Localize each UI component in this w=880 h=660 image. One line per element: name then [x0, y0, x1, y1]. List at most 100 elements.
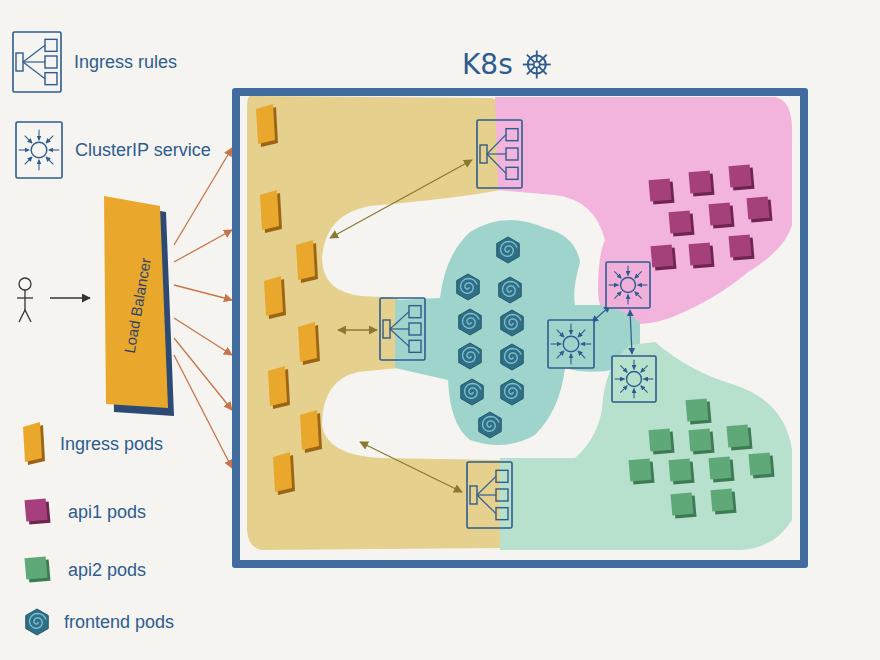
- pod-body: [711, 489, 734, 512]
- icon-link: [23, 61, 45, 62]
- icon-spoke: [635, 292, 642, 299]
- legend-swatch: [20, 552, 56, 588]
- api2-pod: [749, 453, 775, 479]
- pod-spiral: [30, 613, 46, 628]
- links: [330, 160, 632, 492]
- shape-body: [104, 196, 168, 408]
- user-head: [19, 278, 31, 290]
- icon-entry: [383, 320, 390, 338]
- pod-spiral: [505, 348, 521, 363]
- api1-pod: [649, 179, 675, 205]
- ingress-pod: [260, 190, 282, 233]
- icon-spoke: [38, 130, 39, 140]
- pod-body: [499, 277, 522, 303]
- api2-region: [500, 342, 792, 550]
- ingress-pod: [298, 322, 320, 365]
- legend-swatch: [12, 31, 62, 93]
- frontend-pod: [457, 274, 480, 300]
- helm-spoke: [527, 67, 535, 75]
- pod-body: [651, 245, 674, 268]
- icon-entry: [16, 53, 23, 71]
- pod-body: [479, 412, 502, 438]
- icon-link: [487, 153, 506, 154]
- icon-spoke: [557, 330, 564, 337]
- icon-spoke: [614, 271, 621, 278]
- user-arrow: [50, 297, 90, 298]
- pod-spiral: [461, 278, 477, 293]
- legend-item: api2 pods: [20, 552, 146, 588]
- icon-link: [23, 62, 45, 79]
- regions: [247, 96, 792, 550]
- ingress-pod: [264, 276, 286, 319]
- api2-pod: [686, 399, 712, 425]
- legend-swatch: [22, 607, 52, 637]
- api2-pod: [629, 459, 655, 485]
- icon-spoke: [633, 360, 634, 370]
- api1-pod: [729, 165, 755, 191]
- icon-spoke: [620, 365, 627, 372]
- pod-body: [23, 422, 42, 462]
- request-arrow: [174, 355, 232, 468]
- icon-link: [487, 154, 506, 173]
- icon-spoke: [25, 157, 32, 164]
- icon-frame: [380, 298, 425, 360]
- pod-body: [25, 557, 48, 580]
- ingress-rules-icon: [477, 120, 522, 188]
- pod-body: [273, 452, 292, 492]
- pod-body: [689, 171, 712, 194]
- icon-target: [496, 489, 508, 501]
- pod-spiral: [483, 416, 499, 431]
- helm-spoke: [539, 55, 547, 63]
- frontend-pod: [501, 310, 524, 336]
- ingress-pod: [300, 410, 322, 453]
- pod-body: [501, 310, 524, 336]
- frontend-pod: [501, 344, 524, 370]
- icon-spoke: [570, 324, 571, 334]
- frontend-pod: [497, 237, 520, 263]
- icon-link: [390, 329, 409, 346]
- icon-hub: [563, 336, 579, 352]
- icon-link: [390, 312, 409, 329]
- pod-body: [268, 366, 287, 406]
- pod-body: [689, 243, 712, 266]
- frontend-pod: [501, 379, 524, 405]
- icon-target: [45, 73, 57, 85]
- api1-pod: [651, 245, 677, 271]
- icon-frame: [606, 262, 650, 308]
- pod-body: [686, 399, 709, 422]
- pod-body: [709, 457, 732, 480]
- icon-target: [45, 56, 57, 68]
- icon-spoke: [627, 266, 628, 276]
- cluster-title: K8s: [462, 48, 513, 81]
- icon-target: [506, 148, 518, 160]
- icon-target: [409, 306, 421, 318]
- helm-icon: [523, 51, 551, 79]
- legend-label: api2 pods: [68, 560, 146, 581]
- ingress-rules-icon: [13, 32, 61, 92]
- load-balancer: Load Balancer: [100, 192, 174, 418]
- api1-pod: [25, 499, 51, 525]
- icon-spoke: [635, 271, 642, 278]
- pod-body: [264, 276, 283, 316]
- legend-label: Ingress pods: [60, 434, 163, 455]
- helm-hub: [534, 62, 540, 68]
- legend-label: frontend pods: [64, 612, 174, 633]
- pod-body: [298, 322, 317, 362]
- legend-label: ClusterIP service: [75, 140, 211, 161]
- api1-pod: [729, 235, 755, 261]
- pod-body: [296, 240, 315, 280]
- legend-item: Ingress pods: [20, 421, 163, 467]
- icon-link: [487, 135, 506, 154]
- icon-target: [409, 323, 421, 335]
- pod-body: [260, 190, 279, 230]
- icon-spoke: [557, 351, 564, 358]
- icon-spoke: [38, 160, 39, 170]
- api1-pod: [689, 243, 715, 269]
- icon-spoke: [578, 351, 585, 358]
- cluster-ip-service-icon: [606, 262, 650, 308]
- icon-spoke: [570, 354, 571, 364]
- ingress-rules-icon: [467, 462, 512, 528]
- pod-body: [671, 493, 694, 516]
- legend-swatch: [20, 421, 48, 467]
